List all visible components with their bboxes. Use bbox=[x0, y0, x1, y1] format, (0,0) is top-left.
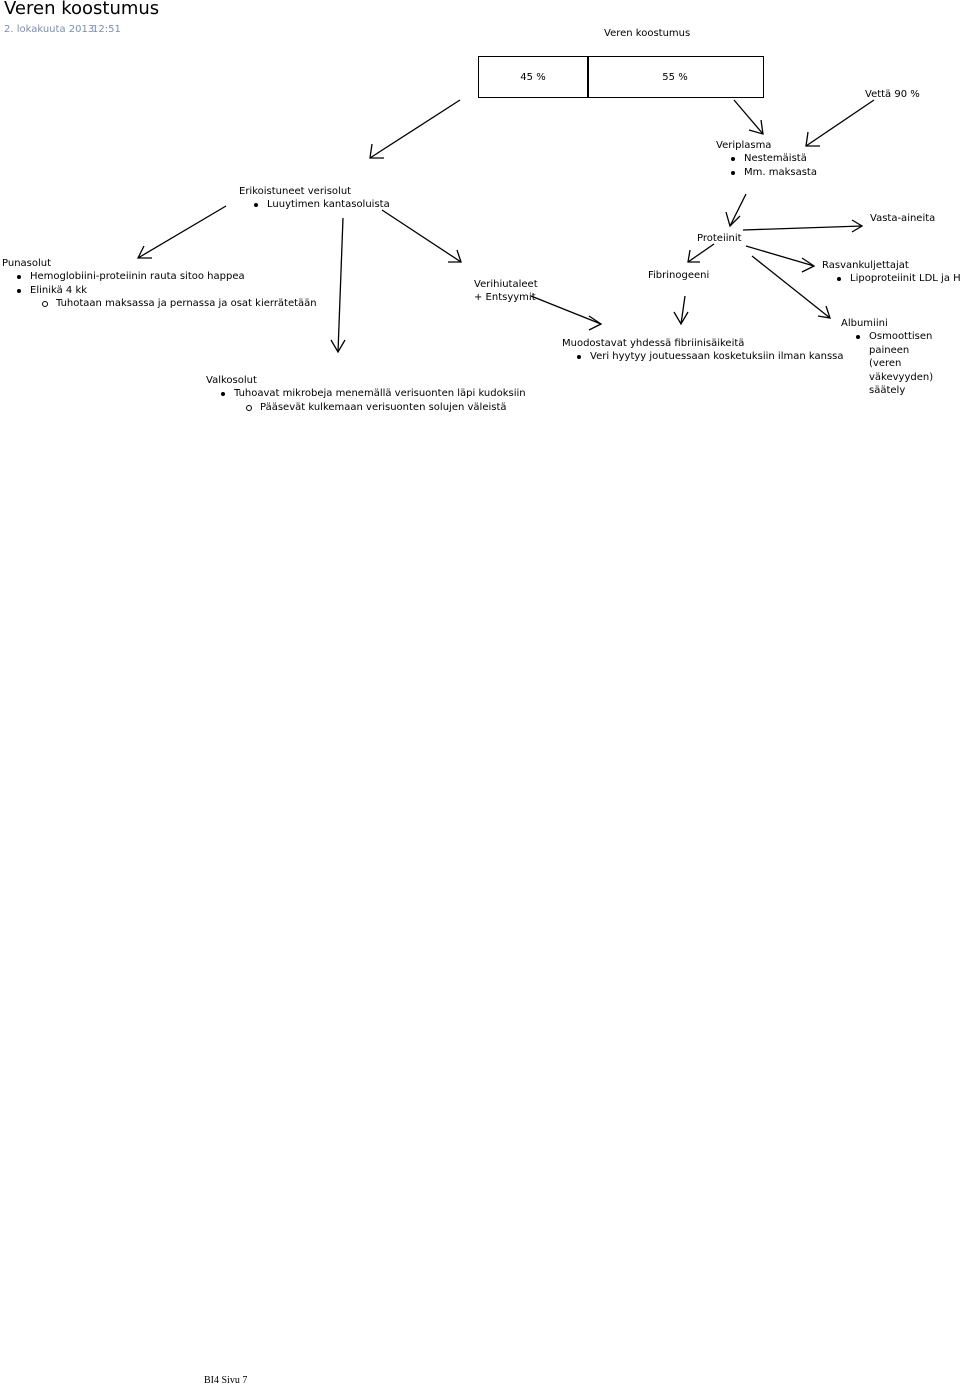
fibrinogeeni-label: Fibrinogeeni bbox=[648, 270, 710, 281]
list-subitem: Pääsevät kulkemaan verisuonten solujen v… bbox=[206, 401, 526, 414]
albumiini-list: Osmoottisen paineen (veren väkevyyden) s… bbox=[841, 330, 933, 397]
erikoistuneet-list: Luuytimen kantasoluista bbox=[239, 198, 390, 211]
list-item: Tuhoavat mikrobeja menemällä verisuonten… bbox=[206, 387, 526, 400]
albumiini-line: väkevyyden) bbox=[869, 371, 934, 383]
rasvankuljettajat-list: Lipoproteiinit LDL ja HDL bbox=[822, 272, 960, 285]
arrow-to-erikoistuneet bbox=[369, 99, 461, 159]
list-item: Mm. maksasta bbox=[716, 166, 817, 179]
arrow-to-fibrinogeeni bbox=[687, 243, 715, 263]
ratio-right-segment: 55 % bbox=[662, 71, 688, 83]
page-title: Veren koostumus bbox=[4, 0, 160, 19]
vasta-aineita-label: Vasta-aineita bbox=[870, 213, 936, 224]
albumiini-block: Albumiini Osmoottisen paineen (veren väk… bbox=[841, 317, 933, 397]
water-label: Vettä 90 % bbox=[865, 89, 920, 100]
valkosolut-title: Valkosolut bbox=[206, 375, 257, 386]
erikoistuneet-block: Erikoistuneet verisolut Luuytimen kantas… bbox=[239, 185, 390, 212]
arrow-to-verihiutaleet bbox=[381, 209, 462, 263]
arrow-to-muodostavat-right bbox=[673, 295, 689, 326]
ratio-bar: 45 % 55 % bbox=[478, 56, 764, 98]
albumiini-line: Osmoottisen bbox=[869, 331, 933, 343]
proteiinit-label: Proteiinit bbox=[697, 233, 742, 244]
veriplasma-block: Veriplasma Nestemäistä Mm. maksasta bbox=[716, 139, 817, 179]
arrow-to-rasvankuljettajat bbox=[745, 245, 816, 273]
list-item: Elinikä 4 kk bbox=[2, 284, 317, 297]
list-subitem: Tuhotaan maksassa ja pernassa ja osat ki… bbox=[2, 297, 317, 310]
albumiini-line: säätely bbox=[869, 385, 906, 397]
list-item: Nestemäistä bbox=[716, 152, 817, 165]
arrow-to-vasta-aineita bbox=[742, 219, 864, 233]
albumiini-title: Albumiini bbox=[841, 318, 888, 329]
valkosolut-list: Tuhoavat mikrobeja menemällä verisuonten… bbox=[206, 387, 526, 414]
page-footer: BI4 Sivu 7 bbox=[204, 1375, 248, 1386]
rasvankuljettajat-block: Rasvankuljettajat Lipoproteiinit LDL ja … bbox=[822, 259, 960, 286]
punasolut-list: Hemoglobiini-proteiinin rauta sitoo happ… bbox=[2, 270, 317, 310]
veriplasma-list: Nestemäistä Mm. maksasta bbox=[716, 152, 817, 179]
arrow-to-punasolut bbox=[136, 205, 227, 259]
arrow-to-valkosolut bbox=[330, 217, 346, 354]
valkosolut-block: Valkosolut Tuhoavat mikrobeja menemällä … bbox=[206, 374, 526, 414]
muodostavat-block: Muodostavat yhdessä fibriinisäikeitä Ver… bbox=[562, 337, 844, 364]
punasolut-title: Punasolut bbox=[2, 258, 52, 269]
list-item: Lipoproteiinit LDL ja HDL bbox=[822, 272, 960, 285]
muodostavat-list: Veri hyytyy joutuessaan kosketuksiin ilm… bbox=[562, 350, 844, 363]
verihiutaleet-block: Verihiutaleet + Entsyymit bbox=[474, 278, 538, 305]
list-item: Hemoglobiini-proteiinin rauta sitoo happ… bbox=[2, 270, 317, 283]
muodostavat-title: Muodostavat yhdessä fibriinisäikeitä bbox=[562, 338, 745, 349]
arrow-to-muodostavat-left bbox=[530, 295, 603, 331]
list-item: Luuytimen kantasoluista bbox=[239, 198, 390, 211]
veriplasma-title: Veriplasma bbox=[716, 140, 772, 151]
list-item: Osmoottisen paineen (veren väkevyyden) s… bbox=[841, 330, 933, 397]
arrow-to-albumiini bbox=[751, 255, 831, 319]
erikoistuneet-title: Erikoistuneet verisolut bbox=[239, 186, 352, 197]
rasvankuljettajat-title: Rasvankuljettajat bbox=[822, 260, 909, 271]
ratio-left-segment: 45 % bbox=[479, 57, 589, 97]
diagram-heading: Veren koostumus bbox=[604, 28, 691, 39]
albumiini-line: (veren bbox=[869, 358, 902, 370]
arrow-to-proteiinit bbox=[725, 193, 747, 228]
verihiutaleet-line1: Verihiutaleet bbox=[474, 279, 538, 290]
albumiini-line: paineen bbox=[869, 344, 910, 356]
page-time: 12:51 bbox=[92, 24, 121, 35]
verihiutaleet-line2: + Entsyymit bbox=[474, 292, 536, 304]
page-date: 2. lokakuuta 2013 bbox=[4, 24, 95, 35]
punasolut-block: Punasolut Hemoglobiini-proteiinin rauta … bbox=[2, 257, 317, 311]
list-item: Veri hyytyy joutuessaan kosketuksiin ilm… bbox=[562, 350, 844, 363]
arrow-to-veriplasma bbox=[733, 99, 764, 135]
